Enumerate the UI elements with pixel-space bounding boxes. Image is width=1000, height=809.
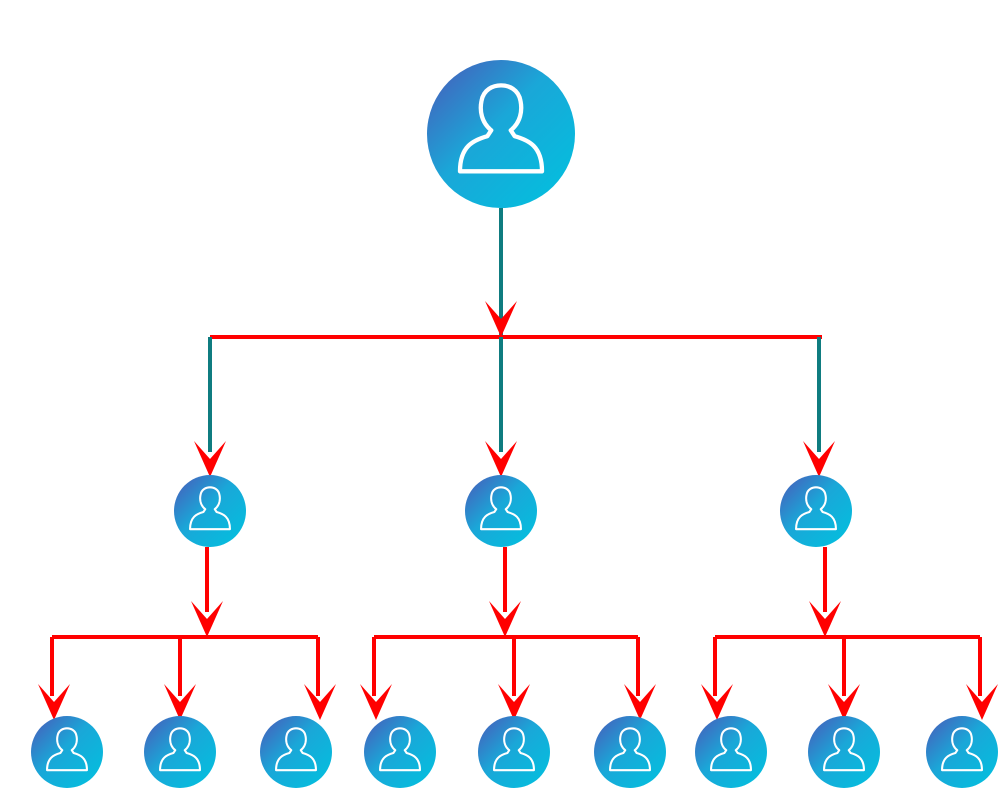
manager-node-2 [465,475,537,547]
arrow-head [803,441,835,477]
manager-node-3 [780,475,852,547]
person-icon [795,486,837,531]
node-circle [695,716,767,788]
arrow-head [194,441,226,477]
node-circle [780,475,852,547]
member-node-4 [364,716,436,788]
member-node-6 [594,716,666,788]
person-icon [457,83,545,174]
node-circle [427,60,575,208]
person-icon [480,486,522,531]
member-node-1 [31,716,103,788]
node-circle [465,475,537,547]
arrow-head [624,684,656,720]
node-circle [364,716,436,788]
person-icon [710,727,752,772]
node-circle [144,716,216,788]
arrow-head [966,684,998,720]
root-node [427,60,575,208]
manager-node-1 [174,475,246,547]
arrow-head [828,684,860,720]
node-circle [174,475,246,547]
node-layer [31,60,998,788]
node-circle [260,716,332,788]
arrow-head [485,441,517,477]
arrow-head [191,601,223,637]
person-icon [275,727,317,772]
arrow-head [164,684,196,720]
arrow-head [809,601,841,637]
arrow-head [489,601,521,637]
person-icon [941,727,983,772]
arrow-head [304,684,336,720]
person-icon [189,486,231,531]
person-icon [46,727,88,772]
node-circle [478,716,550,788]
arrow-head [38,684,70,720]
arrow-head [360,684,392,720]
member-node-5 [478,716,550,788]
member-node-9 [926,716,998,788]
member-node-3 [260,716,332,788]
person-icon [493,727,535,772]
person-icon [823,727,865,772]
member-node-7 [695,716,767,788]
person-icon [379,727,421,772]
connector-layer [38,208,998,720]
arrow-head [485,301,517,337]
member-node-8 [808,716,880,788]
person-icon [159,727,201,772]
node-circle [808,716,880,788]
node-circle [926,716,998,788]
person-icon [609,727,651,772]
arrow-head [498,684,530,720]
node-circle [31,716,103,788]
member-node-2 [144,716,216,788]
node-circle [594,716,666,788]
arrow-head [701,684,733,720]
